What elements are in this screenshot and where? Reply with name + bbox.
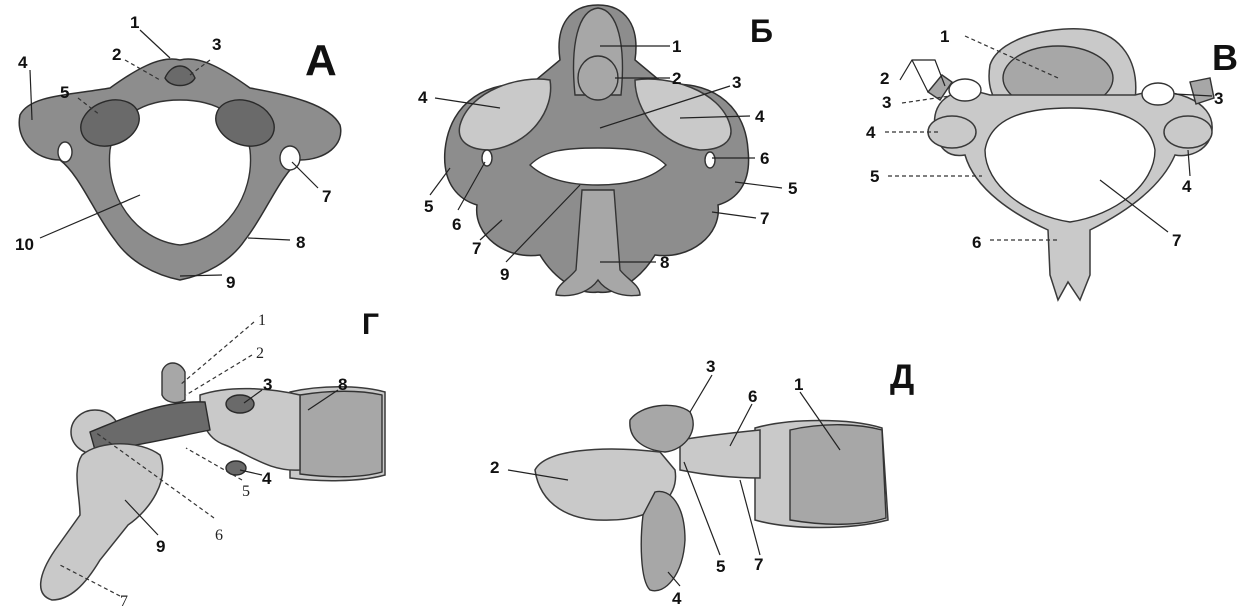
panel-v-label-6: 6 [972, 233, 981, 252]
panel-d-label-1: 1 [794, 375, 803, 394]
panel-b-label-1: 1 [672, 37, 681, 56]
panel-d-label-4: 4 [672, 589, 682, 608]
panel-g-label-2: 2 [256, 345, 264, 362]
panel-b-label-7-left: 7 [472, 239, 481, 258]
panel-g-label-5: 5 [242, 483, 250, 500]
transverse-foramen-left [58, 142, 72, 162]
panel-b-label-2: 2 [672, 69, 681, 88]
panel-v-label-2: 2 [880, 69, 889, 88]
panel-d-label-7: 7 [754, 555, 763, 574]
panel-g-label-7: 7 [120, 593, 128, 608]
panel-a-label-4: 4 [18, 53, 28, 72]
panel-b-label-9: 9 [500, 265, 509, 284]
panel-b-letter: Б [750, 13, 773, 49]
panel-d-letter: Д [890, 358, 914, 396]
panel-d-lumbar-illustration [535, 405, 888, 590]
panel-a-label-9: 9 [226, 273, 235, 292]
panel-d-label-3: 3 [706, 357, 715, 376]
panel-v-label-3-left: 3 [882, 93, 891, 112]
panel-b-label-6-right: 6 [760, 149, 769, 168]
articular-process-right [1164, 116, 1212, 148]
panel-a-label-7: 7 [322, 187, 331, 206]
panel-b-label-5-left: 5 [424, 197, 433, 216]
panel-b-label-8: 8 [660, 253, 669, 272]
panel-d-label-6: 6 [748, 387, 757, 406]
panel-g-thoracic-illustration [41, 363, 385, 600]
dens-facet [578, 56, 618, 100]
panel-a-label-10: 10 [15, 235, 34, 254]
panel-v-letter: В [1212, 37, 1238, 78]
panel-v-label-4-right: 4 [1182, 177, 1192, 196]
panel-b-label-7-right: 7 [760, 209, 769, 228]
panel-v-cervical-illustration [928, 29, 1214, 300]
panel-a: А 1 2 3 4 5 7 8 9 10 [15, 13, 341, 292]
panel-d-label-2: 2 [490, 458, 499, 477]
panel-g-label-1: 1 [258, 312, 266, 329]
panel-g-letter: Г [362, 308, 379, 341]
panel-d-label-5: 5 [716, 557, 725, 576]
panel-v-label-5: 5 [870, 167, 879, 186]
panel-b-axis-illustration [445, 5, 749, 296]
panel-g: Г 1 2 3 8 4 5 6 9 7 [41, 308, 385, 608]
panel-v-label-1: 1 [940, 27, 949, 46]
panel-a-label-5: 5 [60, 83, 69, 102]
panel-v-label-4-left: 4 [866, 123, 876, 142]
panel-v-label-3-right: 3 [1214, 89, 1223, 108]
panel-b-label-3: 3 [732, 73, 741, 92]
panel-b-label-5-right: 5 [788, 179, 797, 198]
panel-b: Б 1 2 3 4 4 5 6 5 6 7 7 8 9 [418, 5, 797, 296]
panel-b-label-6-left: 6 [452, 215, 461, 234]
panel-v: В 1 2 3 3 4 4 5 6 7 [866, 27, 1238, 300]
panel-b-label-4-left: 4 [418, 88, 428, 107]
panel-g-label-9: 9 [156, 537, 165, 556]
panel-g-label-3: 3 [263, 375, 272, 394]
panel-d: Д 3 6 1 2 5 7 4 [490, 357, 914, 608]
panel-a-label-8: 8 [296, 233, 305, 252]
panel-a-label-1: 1 [130, 13, 139, 32]
panel-a-label-2: 2 [112, 45, 121, 64]
panel-a-letter: А [305, 36, 337, 85]
panel-v-label-7: 7 [1172, 231, 1181, 250]
panel-a-label-3: 3 [212, 35, 221, 54]
panel-g-label-4: 4 [262, 469, 272, 488]
panel-g-label-8: 8 [338, 375, 347, 394]
panel-b-label-4-right: 4 [755, 107, 765, 126]
panel-g-label-6: 6 [215, 527, 223, 544]
